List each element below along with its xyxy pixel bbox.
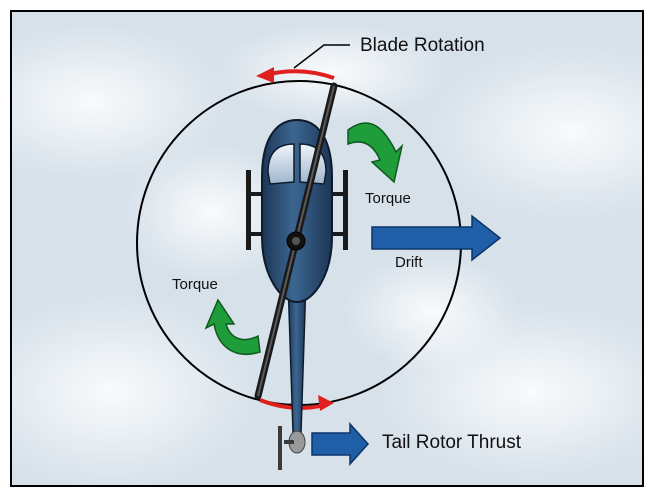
torque-label-right: Torque: [365, 190, 411, 207]
blade-rotation-leader-line: [293, 44, 350, 69]
blade-rotation-label: Blade Rotation: [360, 35, 485, 56]
torque-label-left: Torque: [172, 276, 218, 293]
tail-rotor: [278, 426, 306, 470]
torque-arrow-left: [204, 298, 261, 355]
diagram-frame: Blade Rotation Torque Torque Drift Tail …: [10, 10, 644, 487]
sky-clouds: [12, 22, 642, 485]
drift-arrow: [371, 214, 502, 262]
landing-skids: [246, 170, 348, 250]
tail-rotor-thrust-label: Tail Rotor Thrust: [382, 432, 522, 453]
rotor-hub: [286, 231, 306, 251]
drift-label: Drift: [395, 254, 423, 271]
torque-arrow-right: [347, 122, 404, 184]
blade-rotation-arrow-top: [256, 67, 335, 83]
tail-rotor-thrust-arrow: [311, 422, 370, 466]
diagram-canvas: [12, 22, 642, 485]
